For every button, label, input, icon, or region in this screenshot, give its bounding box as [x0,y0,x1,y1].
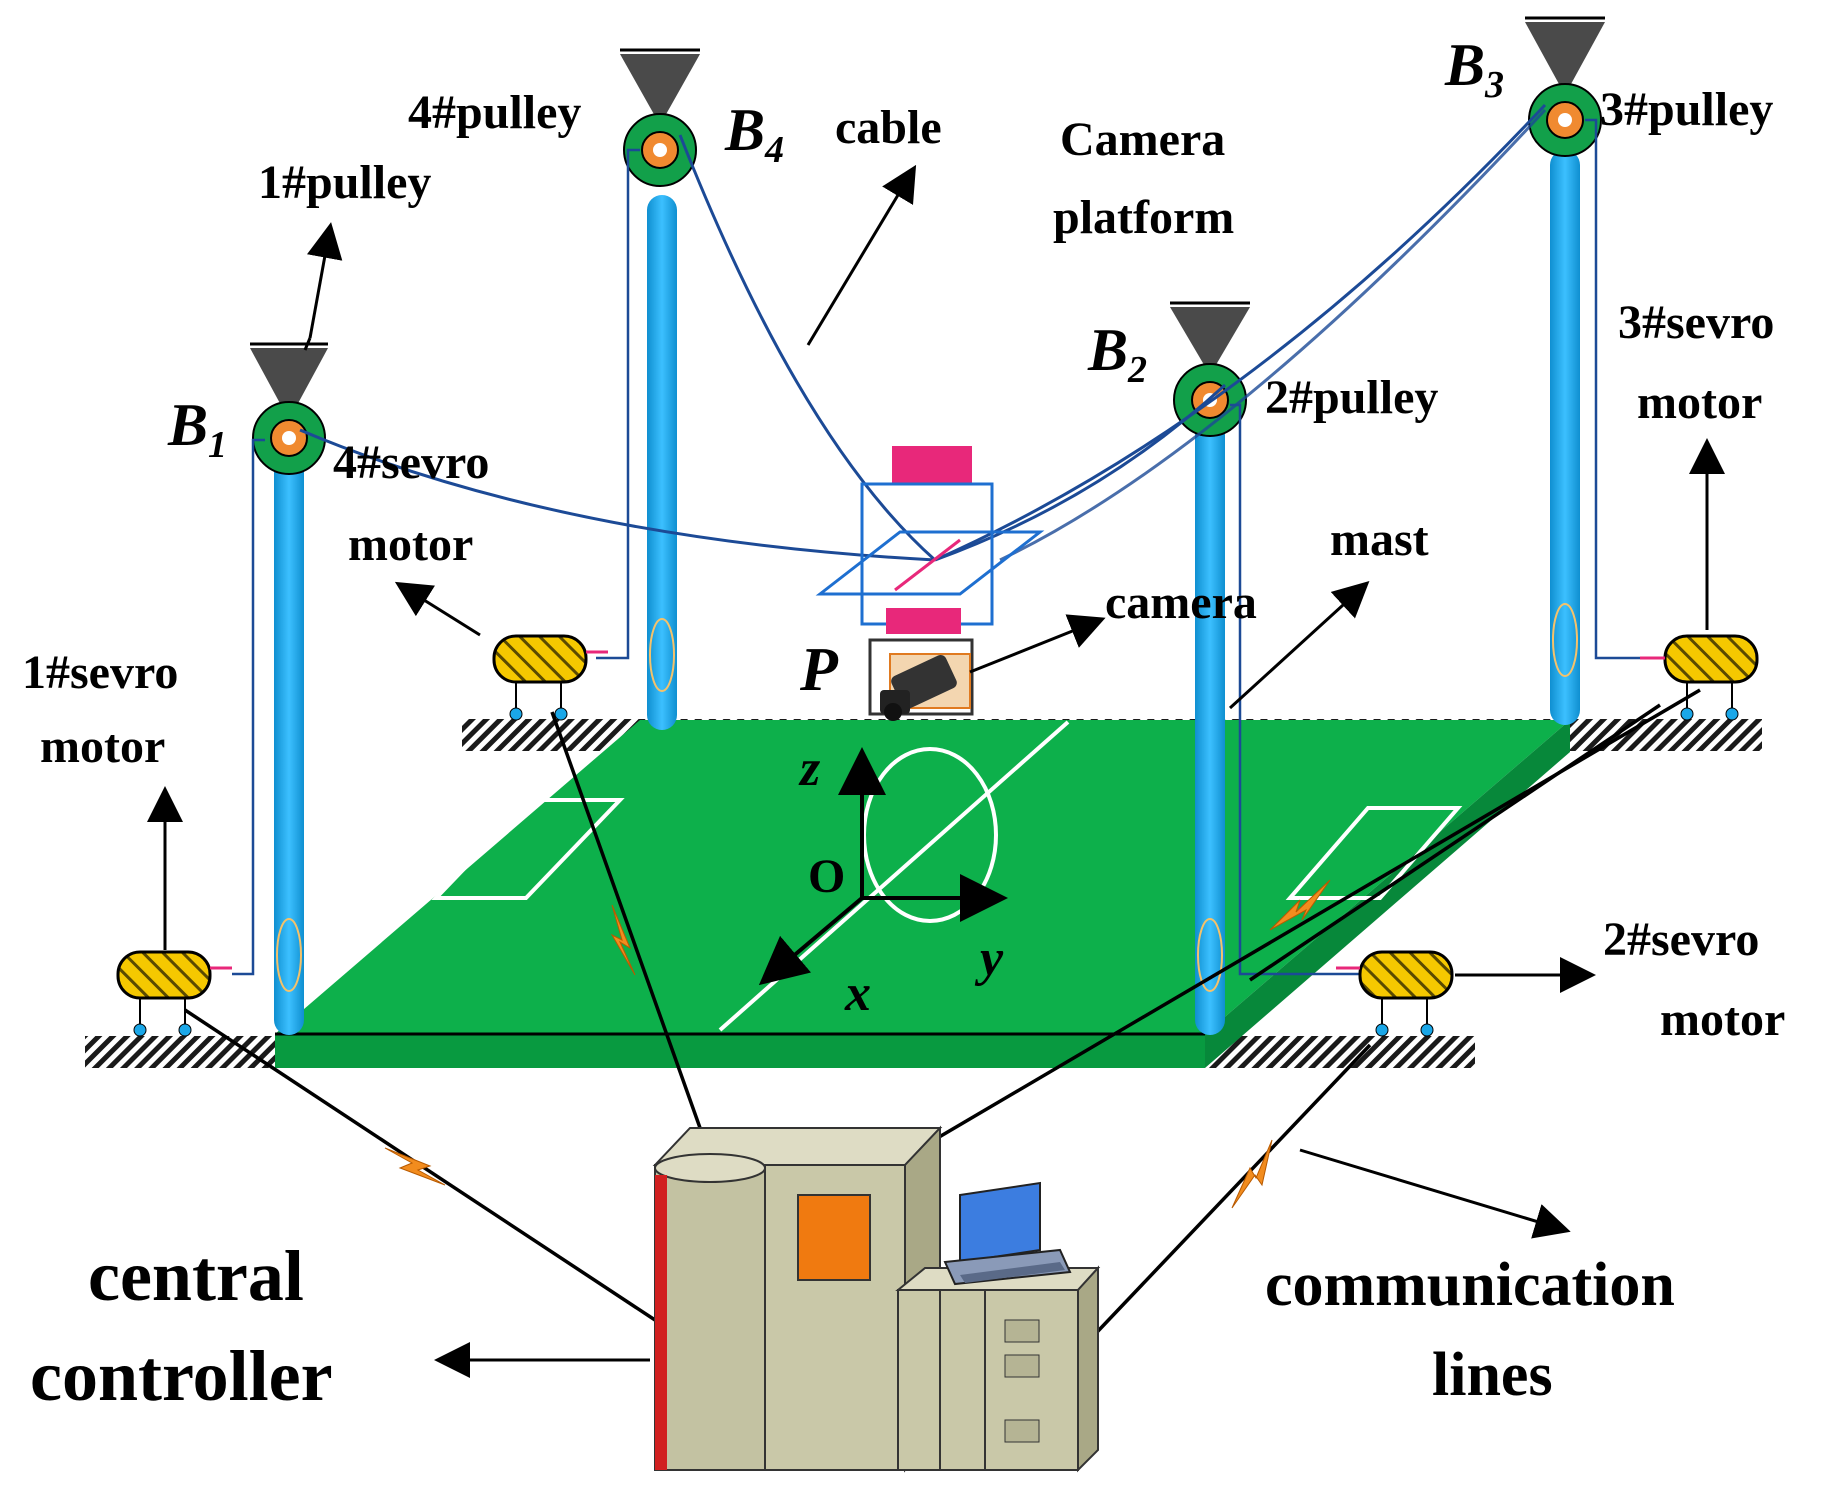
label-pulley-3: 3#pulley [1600,83,1773,136]
label-motor-1-line1: 1#sevro [22,646,178,699]
mast-2 [1195,420,1225,1035]
motor-wires [232,118,1640,976]
pulley-B1 [250,342,328,475]
label-controller-1: central [88,1236,304,1316]
annotation-arrows [147,164,1725,1378]
label-controller-2: controller [30,1336,333,1416]
label-motor-3-line2: motor [1637,376,1762,429]
mast-4 [647,195,677,730]
coordinate-axes [758,747,1008,986]
pulley-B3 [1525,16,1605,157]
camera-platform [815,446,1045,721]
label-comm-2: lines [1432,1341,1553,1409]
label-cable: cable [835,101,942,154]
label-camera: camera [1105,576,1257,629]
label-comm-1: communication [1265,1251,1675,1319]
servo-motor-4 [492,634,608,721]
servo-motor-2 [1336,950,1454,1037]
cables [299,103,1547,562]
label-pulley-4: 4#pulley [408,86,581,139]
label-camera-platform-2: platform [1053,191,1234,244]
camera-icon [880,654,957,721]
origin-label: O [808,850,845,903]
text-labels: 4#pulley 1#pulley 3#pulley 2#pulley cabl… [22,32,1785,1416]
axis-z-label: z [798,740,821,797]
masts [274,150,1580,1035]
mast-3 [1550,150,1580,725]
servo-motor-1 [116,950,232,1037]
lightning-bolts [384,879,1331,1209]
label-motor-3-line1: 3#sevro [1618,296,1774,349]
label-pulley-2: 2#pulley [1265,371,1438,424]
label-pulley-1: 1#pulley [258,156,431,209]
label-B2: B2 [1087,317,1147,391]
label-B1: B1 [167,392,227,466]
label-motor-4-line2: motor [348,518,473,571]
monitor-icon [943,1181,1072,1286]
central-controller [652,1125,1101,1473]
mast-1 [274,440,304,1035]
servo-motor-3 [1640,634,1759,721]
label-mast: mast [1330,513,1429,566]
label-B3: B3 [1444,32,1504,106]
axis-x-label: x [844,965,871,1022]
label-motor-2-line2: motor [1660,993,1785,1046]
pulley-B2 [1170,301,1250,437]
label-B4: B4 [724,97,784,171]
label-motor-4-line1: 4#sevro [333,436,489,489]
pulley-B4 [620,48,700,187]
label-point-P: P [799,636,839,704]
label-motor-1-line2: motor [40,720,165,773]
label-motor-2-line1: 2#sevro [1603,913,1759,966]
label-camera-platform-1: Camera [1060,113,1225,166]
